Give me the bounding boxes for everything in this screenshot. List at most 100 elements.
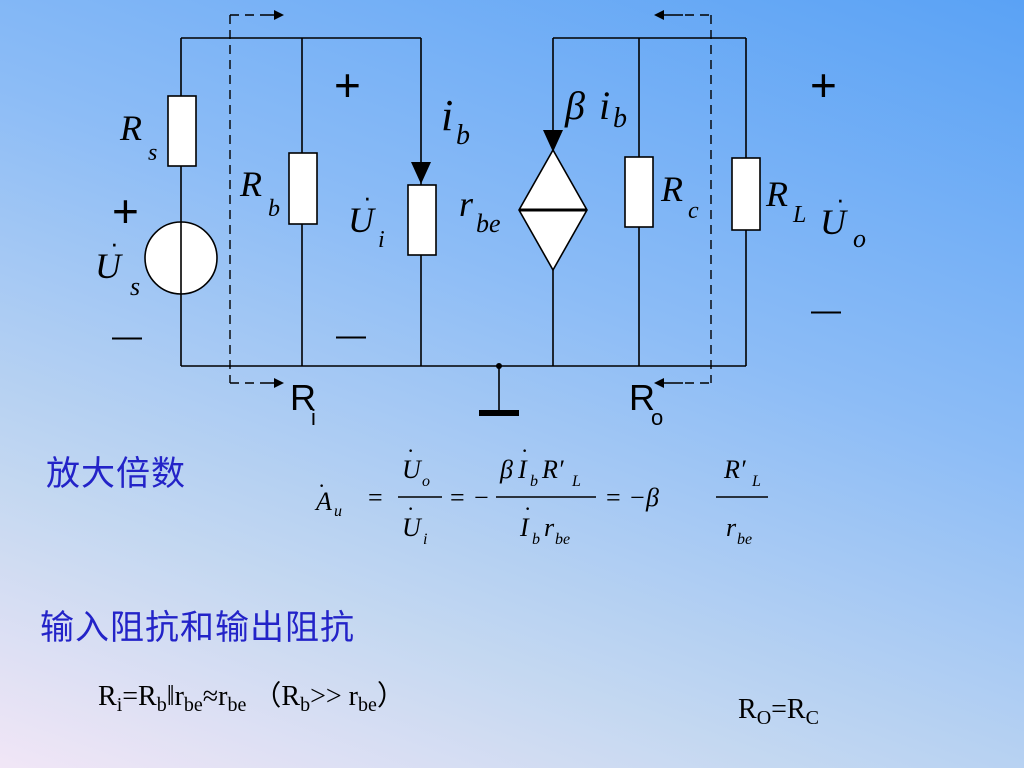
minus-1: −	[474, 483, 489, 512]
label-rbe-main: r	[459, 184, 474, 224]
eq-3: =	[606, 483, 621, 512]
ri-part-2: =R	[122, 681, 157, 712]
frac2-den-i-sub: b	[532, 531, 540, 548]
frac3-beta: β	[645, 483, 659, 512]
frac3-den-sub: be	[737, 531, 752, 548]
ro-part-3: C	[805, 707, 819, 729]
ground-symbol	[479, 410, 519, 416]
dashed-boundaries	[229, 14, 712, 384]
label-rl: R L	[765, 174, 806, 228]
ri-part-5: be	[183, 694, 203, 716]
label-us-main: U	[95, 246, 123, 286]
frac1-den-main: U	[402, 513, 423, 542]
label-ui-main: U	[348, 200, 376, 240]
resistor-rbe	[407, 184, 437, 256]
frac1-den-sub: i	[423, 531, 427, 548]
label-rb-main: R	[239, 164, 262, 204]
ro-part-2: =R	[771, 694, 806, 725]
label-rl-main: R	[765, 174, 788, 214]
label-us-sub: s	[130, 272, 140, 301]
gain-formula: · A u = · U o · U i = − β · I b R′ L · I…	[314, 440, 768, 548]
frac2-beta: β	[499, 455, 513, 484]
label-ui-sub: i	[378, 227, 385, 253]
marker-ro-main: R	[629, 377, 655, 418]
label-beta-ib: β i b	[564, 83, 627, 134]
impedance-heading: 输入阻抗和输出阻抗	[40, 608, 355, 648]
label-us-dot: ·	[110, 228, 119, 258]
label-ui: · U i	[348, 182, 385, 253]
frac3-num-sub: L	[751, 473, 761, 490]
marker-ri: R i	[290, 377, 316, 430]
ri-part-3: b	[156, 694, 167, 716]
frac3-num-main: R′	[723, 455, 746, 484]
label-beta-ib-main: i	[599, 83, 610, 128]
ground-node	[496, 363, 502, 369]
plus-sign-output: +	[810, 59, 837, 111]
frac2-i-main: I	[517, 455, 528, 484]
label-ib-main: i	[441, 91, 453, 140]
resistor-rb	[288, 152, 318, 225]
marker-ro: R o	[629, 377, 663, 430]
plus-sign-source: +	[112, 185, 139, 237]
frac2-den-r: r	[544, 513, 555, 542]
minus-2: −	[630, 483, 645, 512]
minus-sign-source: —	[112, 320, 142, 353]
ri-part-4: ‖r	[166, 681, 184, 712]
label-us: · U s	[95, 228, 140, 301]
ri-part-7: be	[227, 694, 247, 716]
frac2-r-sub: L	[571, 473, 581, 490]
frac1-num-main: U	[402, 455, 423, 484]
frac1-num-sub: o	[422, 473, 430, 490]
ib-arrow	[411, 162, 431, 184]
ri-part-12: ）	[376, 681, 405, 712]
minus-sign-input: —	[336, 319, 366, 352]
ro-part-0: R	[738, 694, 757, 725]
frac1-num-dot: ·	[407, 440, 414, 463]
resistor-rs	[167, 95, 197, 167]
label-ib: i b	[441, 91, 470, 151]
label-rbe: r be	[459, 184, 501, 238]
label-ib-sub: b	[456, 120, 470, 151]
frac2-den-i: I	[519, 513, 530, 542]
frac2-den-r-sub: be	[555, 531, 570, 548]
au-sub: u	[334, 503, 342, 520]
label-rl-sub: L	[792, 202, 806, 228]
label-beta-ib-sub: b	[613, 103, 627, 134]
label-beta: β	[564, 83, 585, 128]
ro-formula: RO=RC	[738, 694, 819, 730]
eq-2: =	[450, 483, 465, 512]
label-uo-main: U	[820, 202, 848, 242]
label-ui-dot: ·	[363, 182, 372, 212]
frac3-den-main: r	[726, 513, 737, 542]
eq-1: =	[368, 483, 383, 512]
label-rs: R s	[119, 108, 157, 166]
label-rc-main: R	[660, 169, 683, 209]
frac2-den-dot: ·	[524, 496, 531, 521]
frac2-r-main: R′	[541, 455, 564, 484]
label-rb-sub: b	[268, 196, 280, 222]
label-rc: R c	[660, 169, 699, 224]
plus-sign-input: +	[334, 59, 361, 111]
label-uo-sub: o	[853, 224, 866, 253]
boundary-arrows	[260, 10, 683, 388]
beta-ib-arrow	[543, 130, 563, 152]
small-signal-circuit-diagram: + — + — + — R s R b · U i r be i b β i b…	[95, 10, 866, 430]
ri-part-11: be	[357, 694, 377, 716]
label-rs-main: R	[119, 108, 142, 148]
ri-part-0: R	[98, 681, 117, 712]
marker-ri-sub: i	[311, 405, 316, 430]
marker-ro-sub: o	[651, 405, 663, 430]
ri-part-1: i	[116, 694, 123, 716]
label-rc-sub: c	[688, 198, 699, 224]
frac1-den-dot: ·	[407, 496, 414, 521]
ri-part-8: （R	[246, 681, 301, 712]
frac2-i-dot: ·	[521, 440, 528, 463]
label-rb: R b	[239, 164, 280, 222]
ri-part-9: b	[300, 694, 311, 716]
au-main: A	[314, 487, 332, 516]
ri-part-6: ≈r	[202, 681, 228, 712]
minus-sign-output: —	[811, 294, 841, 327]
resistor-rl	[731, 157, 761, 231]
gain-heading: 放大倍数	[46, 454, 186, 494]
label-rs-sub: s	[148, 140, 157, 166]
